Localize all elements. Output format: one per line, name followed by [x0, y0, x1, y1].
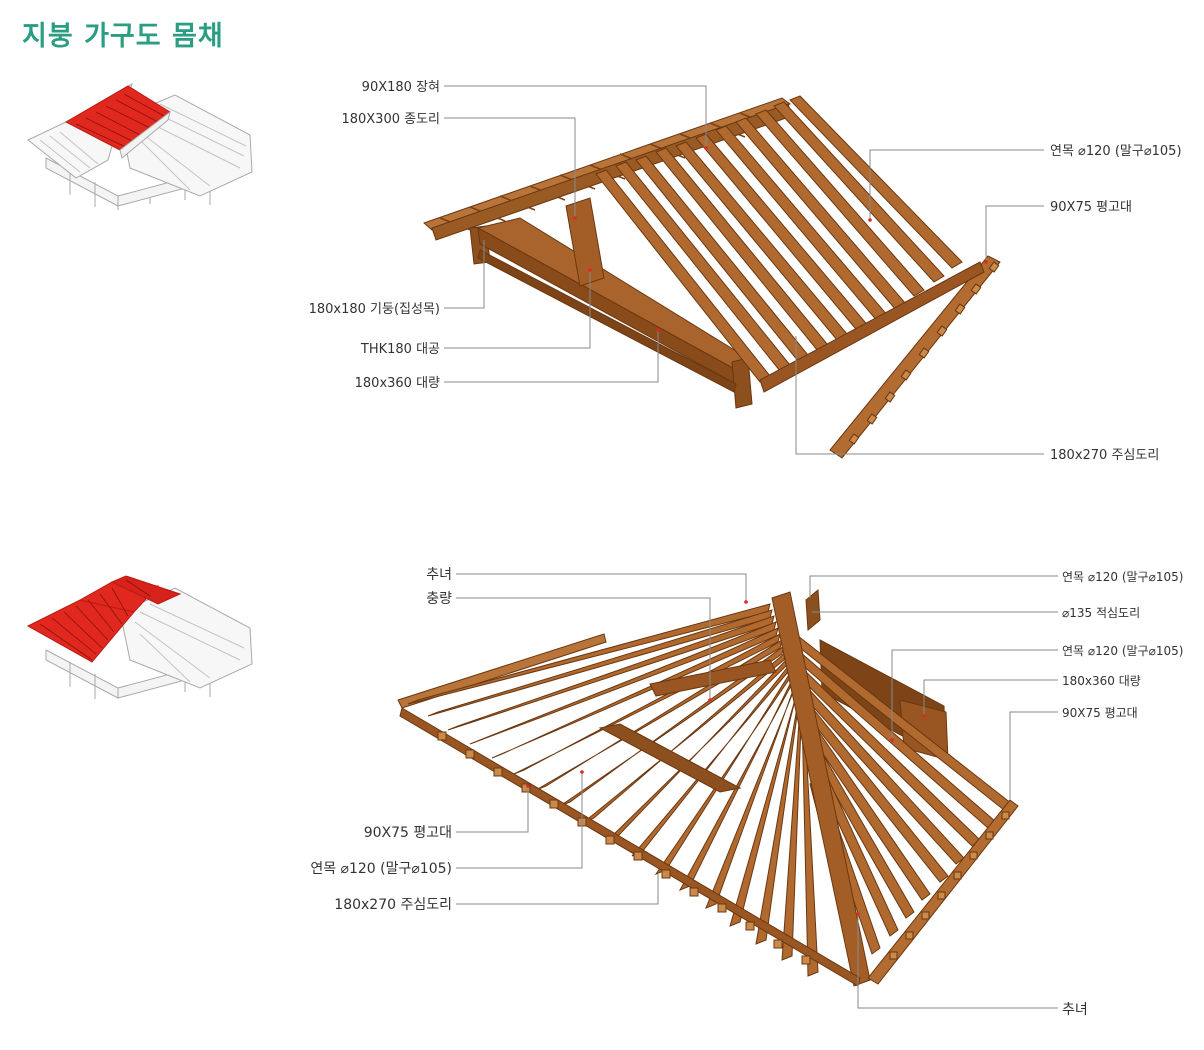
label-jusimdori-bottom: 180x270 주심도리 [334, 897, 452, 913]
label-yeonmok-left: 연목 ⌀120 (말구⌀105) [310, 861, 452, 877]
label-gidung: 180x180 기둥(집성목) [309, 302, 440, 317]
labels-top: 90X180 장혀 180X300 종도리 180x180 기둥(집성목) TH… [309, 80, 1182, 463]
label-yeonmok: 연목 ⌀120 (말구⌀105) [1050, 144, 1182, 159]
label-chunyeo-top: 추녀 [426, 567, 452, 583]
label-yeonmok-r2: 연목 ⌀120 (말구⌀105) [1062, 644, 1183, 658]
label-pyeonggodae-left: 90X75 평고대 [364, 825, 452, 841]
roof-frame-bottom [397, 588, 1019, 987]
leaders-top [444, 85, 1044, 455]
label-pyeonggodae-right: 90X75 평고대 [1062, 706, 1138, 720]
label-pyeonggodae: 90X75 평고대 [1050, 200, 1132, 215]
label-yeonmok-r1: 연목 ⌀120 (말구⌀105) [1062, 570, 1183, 584]
left-slope-rafters [407, 603, 819, 977]
label-daeryang-bottom: 180x360 대량 [1062, 674, 1141, 688]
label-jongdori: 180X300 종도리 [341, 112, 440, 127]
page-title: 지붕 가구도 몸채 [22, 21, 224, 52]
label-janghyeo: 90X180 장혀 [362, 80, 440, 95]
thumbnail-top-highlight [64, 85, 171, 159]
leaders-bottom [456, 573, 1058, 1009]
label-jeoksimdori: ⌀135 적심도리 [1062, 606, 1140, 620]
label-chungryang: 충량 [426, 591, 452, 607]
thumbnail-bottom [45, 587, 253, 699]
label-jusimdori: 180x270 주심도리 [1050, 448, 1159, 463]
near-slope-rafters [595, 95, 963, 383]
label-daeryang: 180x360 대량 [355, 376, 440, 391]
label-daegong: THK180 대공 [360, 342, 440, 357]
label-chunyeo-bottom: 추녀 [1062, 1002, 1088, 1018]
labels-bottom: 추녀 충량 연목 ⌀120 (말구⌀105) ⌀135 적심도리 연목 ⌀120… [310, 567, 1183, 1018]
roof-frame-top [423, 95, 1001, 459]
thumbnail-bottom-highlight [26, 575, 182, 663]
